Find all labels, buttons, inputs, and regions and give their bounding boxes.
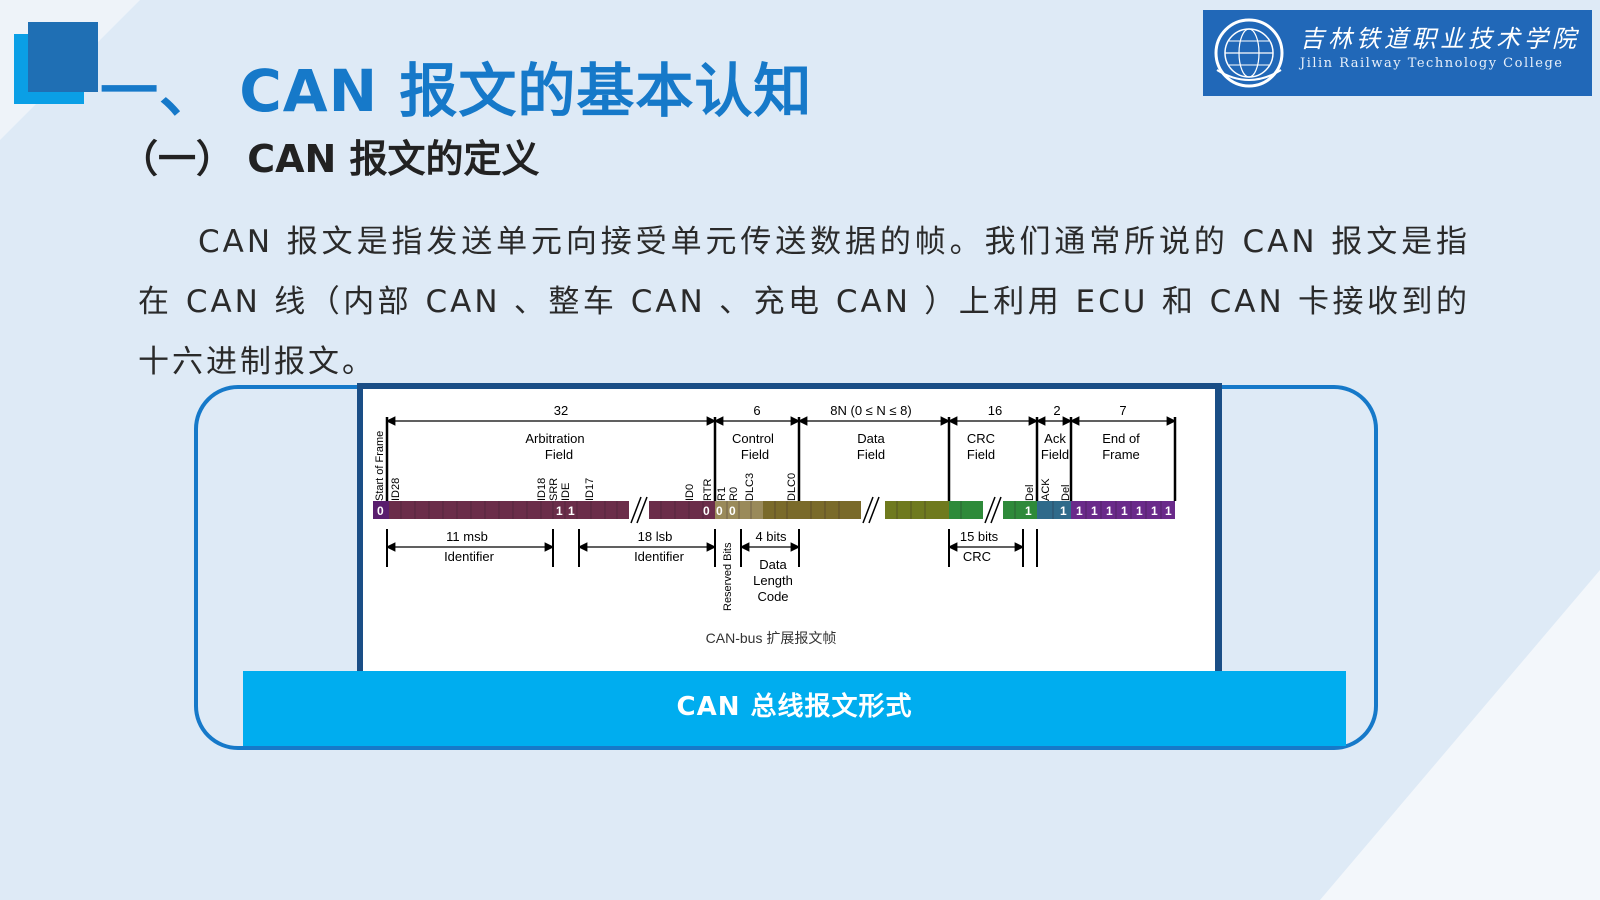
field-name-eof-1: End of — [1102, 431, 1140, 446]
field-count-ack: 2 — [1053, 403, 1060, 418]
bit-label-dlc3: DLC3 — [744, 473, 756, 501]
bits-data — [885, 501, 949, 519]
college-logo: 吉林铁道职业技术学院 Jilin Railway Technology Coll… — [1203, 10, 1592, 96]
field-count-control: 6 — [753, 403, 760, 418]
slide-subtitle: （一） CAN 报文的定义 — [120, 137, 540, 181]
slide-title: 一、 CAN 报文的基本认知 — [100, 57, 813, 125]
sub-id-lsb-name: Identifier — [634, 549, 685, 564]
figure-caption: CAN 总线报文形式 — [676, 692, 913, 722]
bit-value-eof-3: 1 — [1106, 504, 1113, 518]
sub-crc-bits: 15 bits — [960, 529, 999, 544]
bit-label-r0: R0 — [728, 487, 740, 501]
sub-id-lsb-bits: 18 lsb — [638, 529, 673, 544]
bit-label-crc-del: Del — [1024, 484, 1036, 501]
bit-strip — [373, 496, 1175, 524]
diagram-caption: CAN-bus 扩展报文帧 — [706, 630, 837, 646]
field-name-control-1: Control — [732, 431, 774, 446]
sub-id-msb-bits: 11 msb — [446, 529, 488, 544]
college-emblem-icon — [1214, 18, 1284, 88]
field-name-arbitration-2: Field — [545, 447, 573, 462]
field-count-crc: 16 — [988, 403, 1002, 418]
bit-value-eof-5: 1 — [1136, 504, 1143, 518]
bits-crc-b — [1003, 501, 1037, 519]
bit-value-eof-1: 1 — [1076, 504, 1083, 518]
bit-value-eof-7: 1 — [1165, 504, 1172, 518]
bit-label-id18: ID18 — [536, 478, 548, 501]
field-name-control-2: Field — [741, 447, 769, 462]
bits-arbitration-a — [389, 501, 629, 519]
bit-sof — [373, 501, 389, 519]
bits-control-dlc — [763, 501, 861, 519]
bit-value-ide: 1 — [568, 504, 575, 518]
bit-label-rtr: RTR — [702, 479, 714, 501]
bit-value-crc-del: 1 — [1025, 504, 1032, 518]
bit-label-ack-del: Del — [1060, 484, 1072, 501]
bit-label-r1: R1 — [716, 487, 728, 501]
bit-label-sof: Start of Frame — [374, 431, 386, 501]
sub-dlc-name-2: Length — [753, 573, 793, 588]
bits-arbitration-b — [649, 501, 715, 519]
bits-eof — [1071, 501, 1175, 519]
field-count-data: 8N (0 ≤ N ≤ 8) — [830, 403, 911, 418]
bit-label-id28: ID28 — [390, 478, 402, 501]
field-name-crc-2: Field — [967, 447, 995, 462]
field-name-crc-1: CRC — [967, 431, 995, 446]
bit-label-id0: ID0 — [684, 484, 696, 501]
diagram-panel: 32 6 8N (0 ≤ N ≤ 8) 16 2 7 Arbitration F… — [357, 383, 1222, 672]
field-boundaries — [385, 417, 1177, 501]
sub-reserved-bits: Reserved Bits — [722, 542, 734, 611]
sub-id-msb-name: Identifier — [444, 549, 495, 564]
bits-crc-a — [949, 501, 983, 519]
field-name-data-1: Data — [857, 431, 885, 446]
bit-value-r1: 0 — [716, 504, 723, 518]
sub-dlc-name-1: Data — [759, 557, 787, 572]
bit-label-srr: SRR — [548, 478, 560, 501]
sub-dlc-bits: 4 bits — [755, 529, 787, 544]
field-name-ack-1: Ack — [1044, 431, 1066, 446]
field-count-arbitration: 32 — [554, 403, 568, 418]
field-name-ack-2: Field — [1041, 447, 1069, 462]
bit-value-ack-del: 1 — [1060, 504, 1067, 518]
bit-label-ide: IDE — [560, 483, 572, 501]
bit-value-rtr: 0 — [703, 504, 710, 518]
bit-value-eof-4: 1 — [1121, 504, 1128, 518]
bit-label-id17: ID17 — [584, 478, 596, 501]
can-frame-diagram: 32 6 8N (0 ≤ N ≤ 8) 16 2 7 Arbitration F… — [363, 389, 1215, 672]
logo-name-en: Jilin Railway Technology College — [1300, 56, 1564, 71]
title-decoration-square-inner — [28, 22, 98, 92]
figure-caption-bar: CAN 总线报文形式 — [243, 671, 1346, 746]
bit-value-eof-6: 1 — [1151, 504, 1158, 518]
bit-value-eof-2: 1 — [1091, 504, 1098, 518]
bit-value-r0: 0 — [729, 504, 736, 518]
bit-label-dlc0: DLC0 — [786, 473, 798, 501]
logo-name-cn: 吉林铁道职业技术学院 — [1300, 25, 1580, 53]
sub-crc-name: CRC — [963, 549, 991, 564]
field-name-arbitration-1: Arbitration — [525, 431, 584, 446]
bit-value-srr: 1 — [556, 504, 563, 518]
field-name-eof-2: Frame — [1102, 447, 1140, 462]
bit-label-ack: ACK — [1040, 478, 1052, 501]
bit-value-sof: 0 — [377, 504, 384, 518]
can-frame-svg: 32 6 8N (0 ≤ N ≤ 8) 16 2 7 Arbitration F… — [373, 403, 1177, 646]
body-paragraph: CAN 报文是指发送单元向接受单元传送数据的帧。我们通常所说的 CAN 报文是指… — [138, 224, 1470, 380]
sub-dlc-name-3: Code — [757, 589, 788, 604]
field-name-data-2: Field — [857, 447, 885, 462]
field-count-eof: 7 — [1119, 403, 1126, 418]
bits-ack — [1037, 501, 1071, 519]
